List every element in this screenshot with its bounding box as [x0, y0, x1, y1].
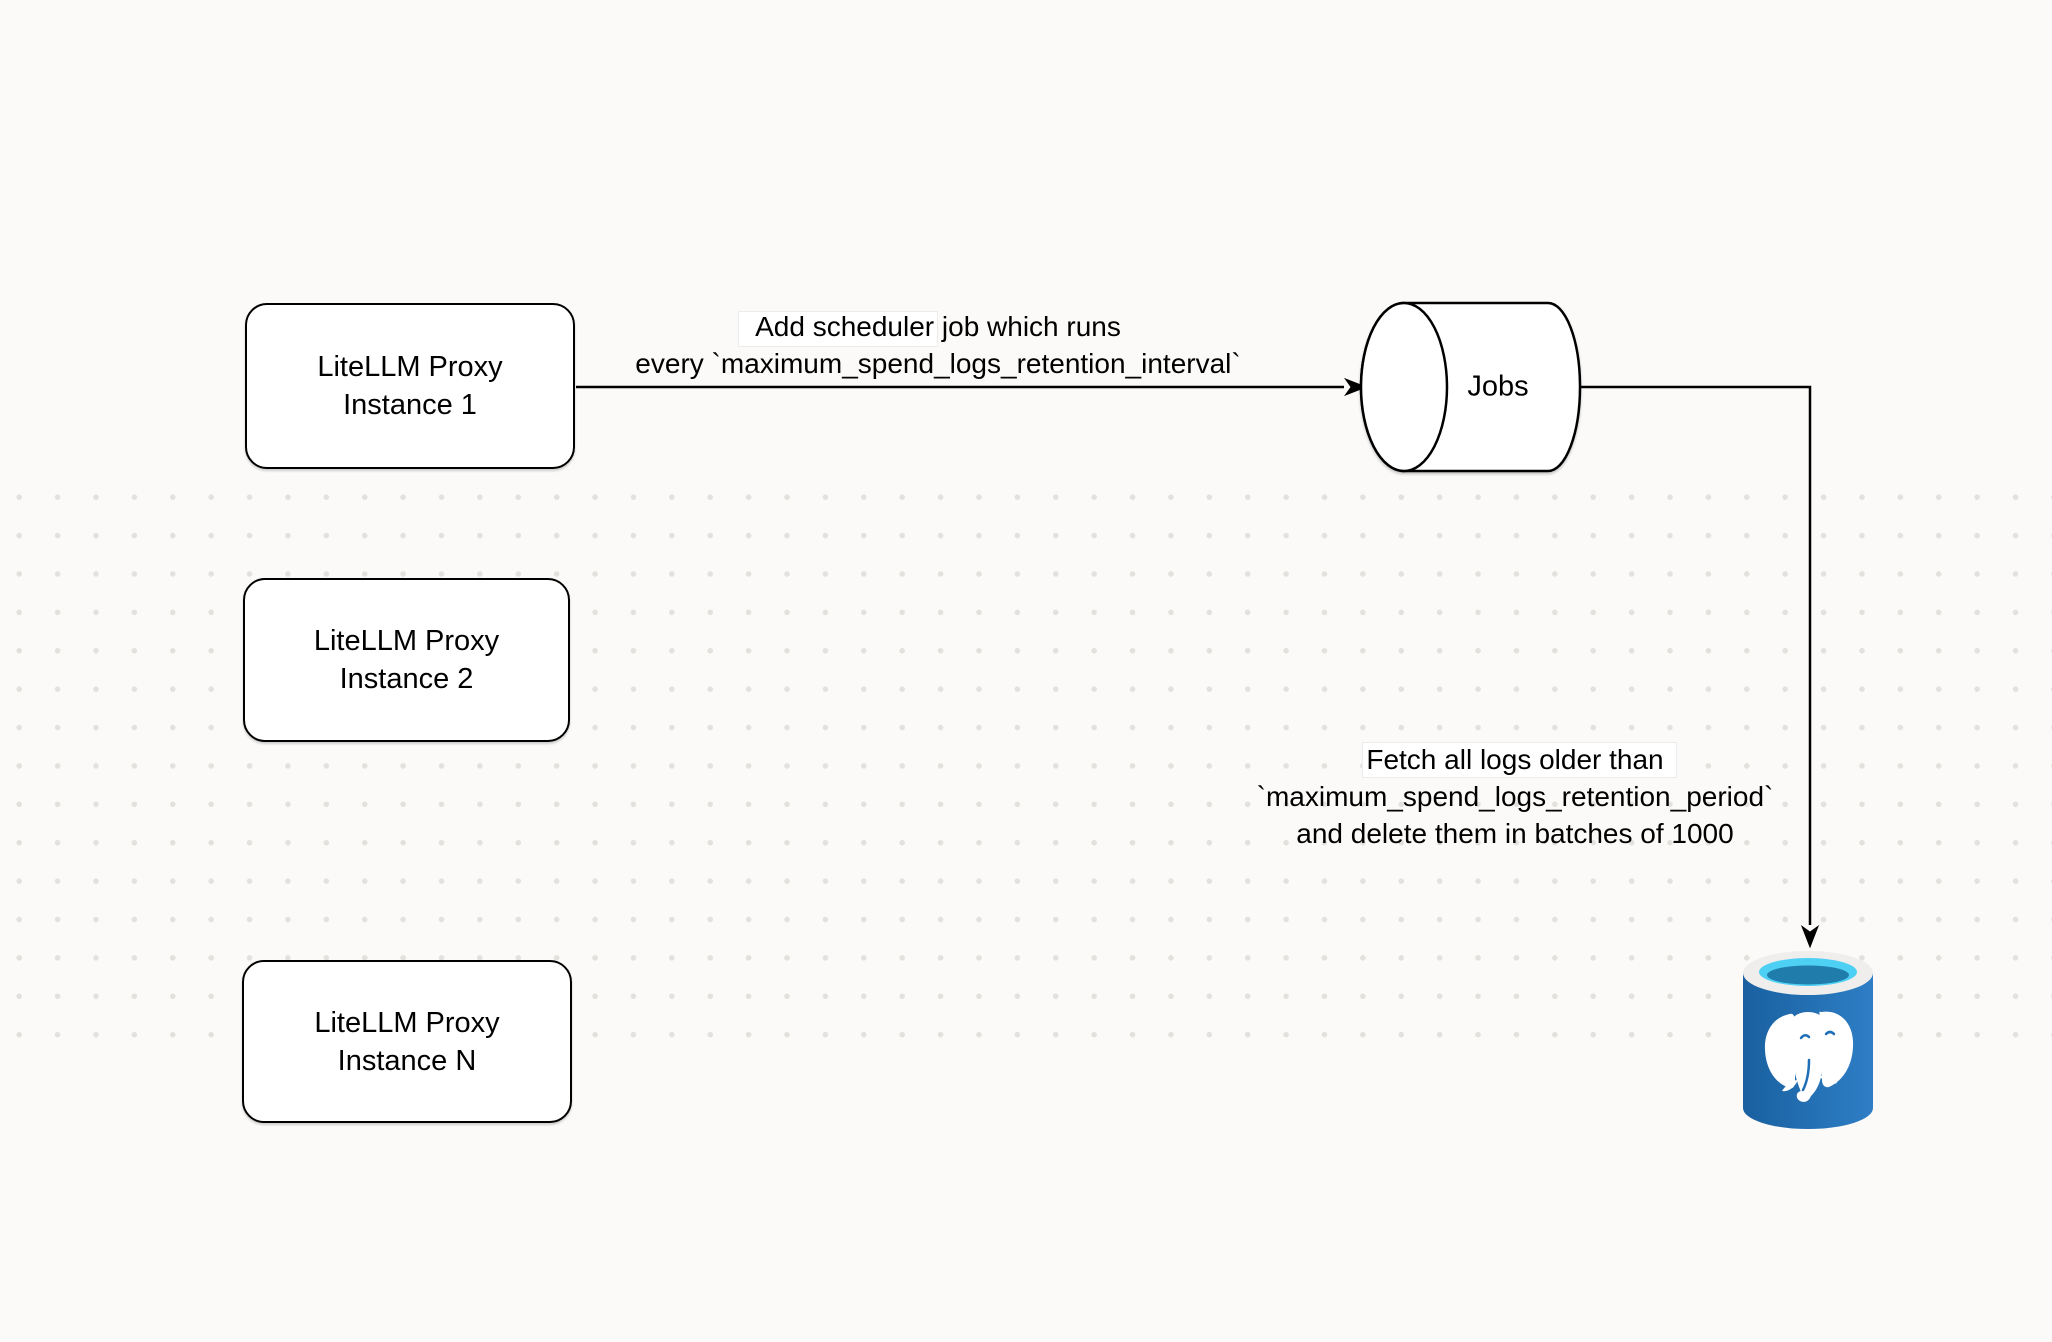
edge-label-background — [738, 311, 938, 347]
node-label-line: LiteLLM Proxy — [313, 625, 500, 657]
edge-label-scheduler: Add scheduler job which runs every `maxi… — [635, 308, 1240, 382]
node-label-line: Instance 2 — [339, 663, 474, 695]
dot-grid-background — [0, 478, 2052, 1048]
edge-label-line: Fetch all logs older than — [1366, 744, 1664, 775]
node-label-line: Instance 1 — [343, 389, 477, 421]
postgres-elephant-glyph — [1764, 1011, 1854, 1102]
node-litellm-proxy-instance-1: LiteLLM Proxy Instance 1 — [245, 303, 575, 469]
jobs-queue-label: Jobs — [1467, 370, 1529, 403]
edge-label-line: `maximum_spend_logs_retention_period` — [1256, 781, 1774, 812]
edge-label-line: and delete them in batches of 1000 — [1296, 818, 1734, 849]
postgresql-database-icon — [1743, 951, 1873, 1129]
edge-label-line: every `maximum_spend_logs_retention_inte… — [635, 348, 1241, 379]
node-label-line: LiteLLM Proxy — [317, 351, 503, 383]
edge-label-line: Add scheduler job which runs — [755, 311, 1121, 342]
jobs-queue-cylinder — [1359, 301, 1582, 473]
edge-label-fetch: Fetch all logs older than `maximum_spend… — [1257, 741, 1774, 852]
edge-label-background — [1362, 742, 1677, 778]
node-label-line: LiteLLM Proxy — [314, 1006, 500, 1039]
node-litellm-proxy-instance-n: LiteLLM Proxy Instance N — [242, 960, 572, 1123]
node-label-line: Instance N — [337, 1044, 477, 1077]
edge-fetch-arrow — [1580, 385, 1820, 949]
node-litellm-proxy-instance-2: LiteLLM Proxy Instance 2 — [243, 578, 570, 742]
